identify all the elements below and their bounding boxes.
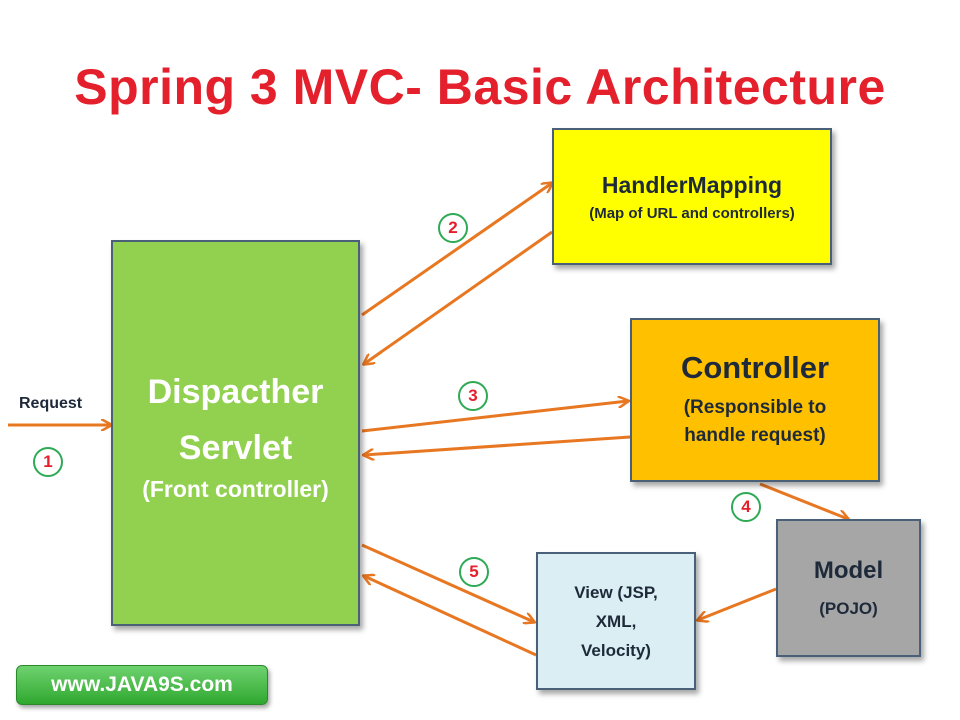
view-line1: View (JSP, — [574, 582, 658, 602]
request-label: Request — [19, 395, 83, 412]
view-box: View (JSP, XML, Velocity) — [536, 552, 696, 690]
dispatcher-title-line1: Dispacther — [147, 372, 324, 411]
arrow-controller-to-model — [759, 482, 848, 519]
view-line2: XML, — [595, 611, 637, 631]
view-line3: Velocity) — [581, 640, 651, 660]
arrow-model-to-view — [698, 587, 777, 620]
arrow-view-to-dispatcher — [364, 576, 537, 657]
page-title: Spring 3 MVC- Basic Architecture — [74, 59, 886, 115]
step-5-badge: 5 — [459, 557, 489, 587]
controller-subtitle-line2: handle request) — [684, 425, 826, 446]
step-4-badge: 4 — [731, 492, 761, 522]
arrow-handler-to-dispatcher — [364, 230, 553, 364]
arrow-dispatcher-to-handler — [361, 183, 552, 317]
handler-mapping-title: HandlerMapping — [601, 171, 783, 198]
controller-box: Controller (Responsible to handle reques… — [630, 318, 880, 482]
arrow-dispatcher-to-view — [361, 543, 534, 622]
dispatcher-title-line2: Servlet — [178, 428, 293, 467]
step-3-badge: 3 — [458, 381, 488, 411]
handler-mapping-subtitle: (Map of URL and controllers) — [589, 204, 795, 222]
model-title: Model — [813, 557, 884, 584]
dispatcher-servlet-box: Dispacther Servlet (Front controller) — [111, 240, 360, 626]
arrow-controller-to-dispatcher — [364, 435, 631, 455]
handler-mapping-box: HandlerMapping (Map of URL and controlle… — [552, 128, 832, 265]
step-1-badge: 1 — [33, 447, 63, 477]
controller-title: Controller — [680, 350, 830, 385]
arrow-dispatcher-to-controller — [361, 401, 628, 433]
website-badge: www.JAVA9S.com — [16, 665, 268, 705]
dispatcher-subtitle: (Front controller) — [142, 475, 329, 502]
model-box: Model (POJO) — [776, 519, 921, 657]
controller-subtitle-line1: (Responsible to — [683, 397, 827, 418]
step-2-badge: 2 — [438, 213, 468, 243]
model-subtitle: (POJO) — [819, 599, 878, 618]
